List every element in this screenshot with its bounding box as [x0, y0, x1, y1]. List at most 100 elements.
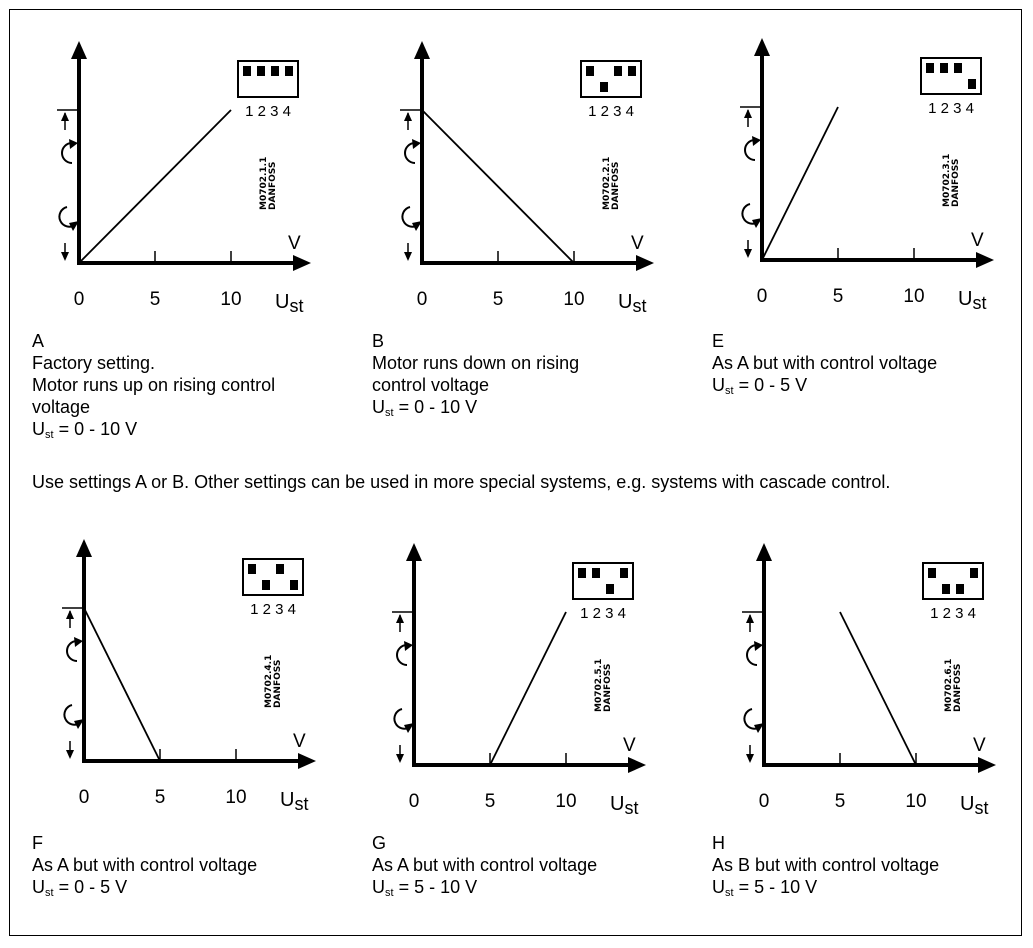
y-axis-arrow	[414, 41, 430, 59]
drawing-code: M0702.2.1	[602, 157, 612, 210]
drawing-brand: DANFOSS	[611, 162, 621, 210]
caption-line: voltage	[32, 397, 91, 417]
dip-switch	[922, 562, 984, 600]
caption-line: control voltage	[372, 375, 490, 395]
drawing-brand: DANFOSS	[603, 664, 613, 712]
x-tick-label: 0	[79, 787, 90, 808]
down-arrow-icon	[61, 252, 69, 261]
unit-label: V	[971, 230, 984, 251]
switch-numbers: 1 2 3 4	[580, 605, 626, 622]
rotate-close-icon	[58, 206, 79, 231]
drawing-brand: DANFOSS	[951, 159, 961, 207]
setting-letter: E	[712, 331, 725, 351]
drawing-brand: DANFOSS	[268, 162, 278, 210]
x-tick-label: 10	[225, 787, 246, 808]
dip-switch	[920, 57, 982, 95]
x-axis-label: Ust	[960, 793, 988, 818]
x-axis-arrow	[976, 252, 994, 268]
caption-line: Factory setting.	[32, 353, 156, 373]
axes	[754, 38, 994, 268]
down-arrow-icon	[66, 750, 74, 759]
document-frame	[9, 9, 1022, 936]
switch-1-up	[578, 568, 586, 578]
switch-numbers: 1 2 3 4	[588, 103, 634, 120]
unit-label: V	[973, 735, 986, 756]
switch-2-down	[262, 580, 270, 590]
drawing-brand: DANFOSS	[273, 660, 283, 708]
switch-1-up	[248, 564, 256, 574]
setting-letter: A	[32, 331, 45, 351]
rotate-close-icon	[401, 206, 422, 231]
rotate-open-icon	[61, 139, 78, 164]
x-axis-label: Ust	[275, 291, 303, 316]
up-arrow-icon	[746, 614, 754, 623]
drawing-code: M0702.1.1	[259, 157, 269, 210]
rotate-open-icon	[396, 641, 413, 666]
caption-line: Motor runs down on rising	[372, 353, 580, 373]
x-tick-label: 5	[493, 289, 504, 310]
voltage-range: Ust = 5 - 10 V	[712, 877, 818, 899]
x-axis-label: Ust	[958, 288, 986, 313]
y-axis-arrow	[406, 543, 422, 561]
switch-1-up	[928, 568, 936, 578]
x-axis-label: Ust	[280, 789, 308, 814]
switch-1-up	[586, 66, 594, 76]
setting-letter: G	[372, 833, 387, 853]
x-axis-arrow	[636, 255, 654, 271]
unit-label: V	[293, 731, 306, 752]
switch-2-up	[940, 63, 948, 73]
characteristic-line	[78, 109, 232, 264]
switch-3-up	[954, 63, 962, 73]
unit-label: V	[623, 735, 636, 756]
down-arrow-icon	[404, 252, 412, 261]
switch-numbers: 1 2 3 4	[250, 601, 296, 618]
axes	[414, 41, 654, 271]
switch-1-up	[926, 63, 934, 73]
unit-label: V	[288, 233, 301, 254]
caption-line: Motor runs up on rising control	[32, 375, 276, 395]
characteristic-line	[839, 611, 917, 766]
voltage-range: Ust = 0 - 10 V	[32, 419, 138, 441]
x-axis-arrow	[978, 757, 996, 773]
switch-numbers: 1 2 3 4	[930, 605, 976, 622]
axes	[756, 543, 996, 773]
x-tick-label: 5	[150, 289, 161, 310]
y-axis-arrow	[756, 543, 772, 561]
x-tick-label: 5	[485, 791, 496, 812]
x-tick-label: 5	[833, 286, 844, 307]
voltage-range: Ust = 0 - 5 V	[32, 877, 128, 899]
rotate-close-icon	[393, 708, 414, 733]
up-arrow-icon	[744, 109, 752, 118]
x-axis-arrow	[298, 753, 316, 769]
switch-3-down	[956, 584, 964, 594]
voltage-range: Ust = 0 - 10 V	[372, 397, 478, 419]
setting-letter: H	[712, 833, 725, 853]
rotate-close-icon	[741, 203, 762, 228]
x-tick-label: 0	[74, 289, 85, 310]
switch-4-up	[628, 66, 636, 76]
x-tick-label: 10	[563, 289, 584, 310]
switch-3-up	[614, 66, 622, 76]
axes	[406, 543, 646, 773]
rotate-open-icon	[404, 139, 421, 164]
voltage-range: Ust = 0 - 5 V	[712, 375, 808, 397]
switch-3-down	[606, 584, 614, 594]
up-arrow-icon	[404, 112, 412, 121]
caption-line: As B but with control voltage	[712, 855, 940, 875]
switch-2-down	[942, 584, 950, 594]
x-tick-label: 0	[409, 791, 420, 812]
drawing-brand: DANFOSS	[953, 664, 963, 712]
drawing-code: M0702.6.1	[944, 659, 954, 712]
switch-numbers: 1 2 3 4	[928, 100, 974, 117]
characteristic-line	[761, 106, 839, 261]
